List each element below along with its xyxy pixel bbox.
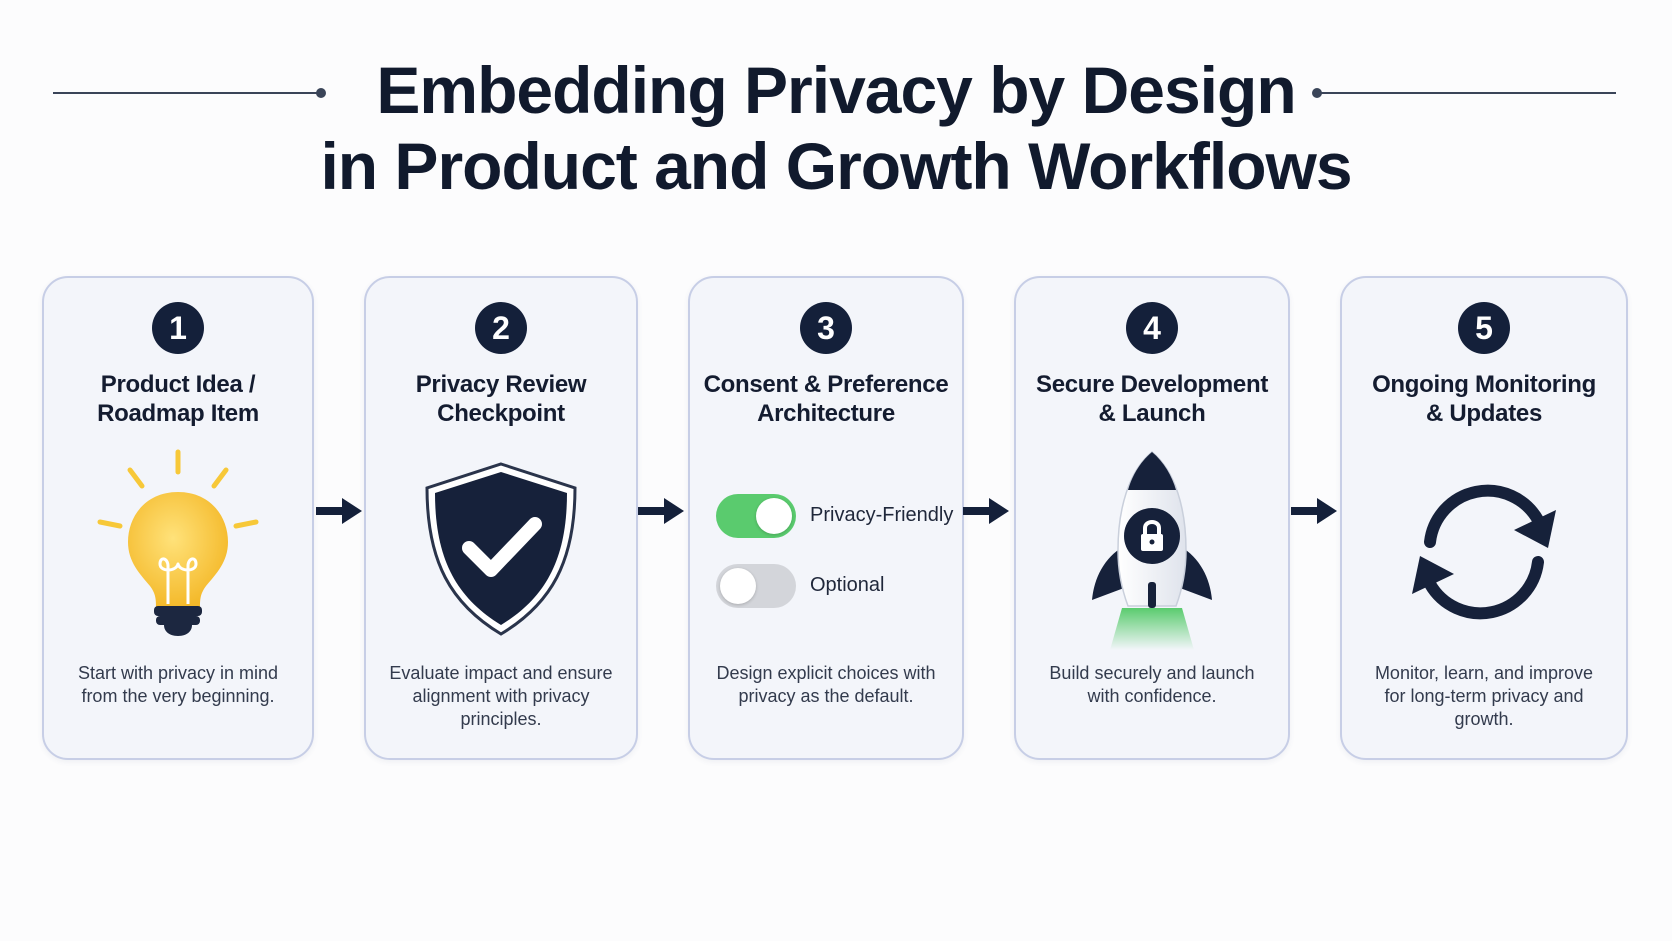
- step-title-line: Secure Development: [1035, 371, 1269, 398]
- step-description-line: with confidence.: [1087, 686, 1217, 706]
- step-description-line: for long-term privacy and: [1384, 686, 1584, 706]
- title-block: Embedding Privacy by Design in Product a…: [0, 52, 1672, 204]
- step-description: Evaluate impact and ensure alignment wit…: [384, 662, 618, 731]
- step-title: Product Idea / Roadmap Item: [54, 370, 302, 428]
- step-number-badge: 2: [475, 302, 527, 354]
- step-description: Start with privacy in mind from the very…: [62, 662, 294, 708]
- step-description-line: Evaluate impact and ensure: [389, 663, 613, 683]
- toggle-knob: [720, 568, 756, 604]
- arrow-right-icon: [1291, 498, 1337, 524]
- toggle-switch-on[interactable]: [716, 494, 796, 538]
- step-description: Design explicit choices with privacy as …: [708, 662, 944, 708]
- step-title-line: & Launch: [1098, 400, 1206, 427]
- step-title: Privacy Review Checkpoint: [376, 370, 626, 428]
- step-description: Monitor, learn, and improve for long-ter…: [1360, 662, 1608, 731]
- title-rule-dot-right: [1312, 88, 1322, 98]
- step-card-2: 2 Privacy Review Checkpoint Evaluate imp…: [364, 276, 638, 760]
- step-title: Consent & Preference Architecture: [700, 370, 952, 428]
- step-title-line: Ongoing Monitoring: [1372, 371, 1596, 398]
- step-title-line: Checkpoint: [437, 400, 565, 427]
- step-card-5: 5 Ongoing Monitoring & Updates Monitor, …: [1340, 276, 1628, 760]
- step-title-line: & Updates: [1426, 400, 1542, 427]
- toggle-label: Privacy-Friendly: [810, 504, 954, 526]
- step-card-4: 4 Secure Development & Launch Build secu…: [1014, 276, 1290, 760]
- step-description-line: Design explicit choices with: [716, 663, 936, 683]
- title-rule-left: [53, 92, 320, 94]
- step-title-line: Privacy Review: [415, 371, 587, 398]
- arrow-right-icon: [963, 498, 1009, 524]
- step-title: Ongoing Monitoring & Updates: [1352, 370, 1616, 428]
- title-rule-dot-left: [316, 88, 326, 98]
- refresh-cycle-icon: [1412, 484, 1556, 620]
- lightbulb-icon: [97, 449, 259, 636]
- step-description-line: growth.: [1454, 709, 1514, 729]
- arrow-right-icon: [638, 498, 684, 524]
- toggle-knob: [756, 498, 792, 534]
- step-title-line: Product Idea /: [100, 371, 256, 398]
- step-number-badge: 4: [1126, 302, 1178, 354]
- rocket-lock-icon: [1092, 451, 1212, 650]
- step-card-3: 3 Consent & Preference Architecture Priv…: [688, 276, 964, 760]
- step-title-line: Roadmap Item: [97, 400, 259, 427]
- step-description-line: from the very beginning.: [81, 686, 275, 706]
- step-description-line: Start with privacy in mind: [77, 663, 279, 683]
- step-title: Secure Development & Launch: [1026, 370, 1278, 428]
- arrow-right-icon: [316, 498, 362, 524]
- step-description-line: Build securely and launch: [1049, 663, 1255, 683]
- step-card-1: 1 Product Idea / Roadmap Item Start with…: [42, 276, 314, 760]
- page-title: Embedding Privacy by Design in Product a…: [0, 52, 1672, 204]
- toggle-label: Optional: [810, 574, 885, 596]
- toggle-switch-off[interactable]: [716, 564, 796, 608]
- step-description: Build securely and launch with confidenc…: [1034, 662, 1270, 708]
- step-title-line: Consent & Preference: [703, 371, 949, 398]
- step-description-line: privacy as the default.: [738, 686, 914, 706]
- shield-check-icon: [425, 462, 577, 636]
- step-number-badge: 3: [800, 302, 852, 354]
- step-number-badge: 5: [1458, 302, 1510, 354]
- page-title-line-2: in Product and Growth Workflows: [320, 129, 1352, 203]
- title-rule-right: [1318, 92, 1616, 94]
- step-description-line: alignment with privacy: [412, 686, 590, 706]
- step-number-badge: 1: [152, 302, 204, 354]
- page-title-line-1: Embedding Privacy by Design: [376, 53, 1296, 127]
- step-title-line: Architecture: [757, 400, 895, 427]
- step-description-line: Monitor, learn, and improve: [1374, 663, 1594, 683]
- step-description-line: principles.: [460, 709, 542, 729]
